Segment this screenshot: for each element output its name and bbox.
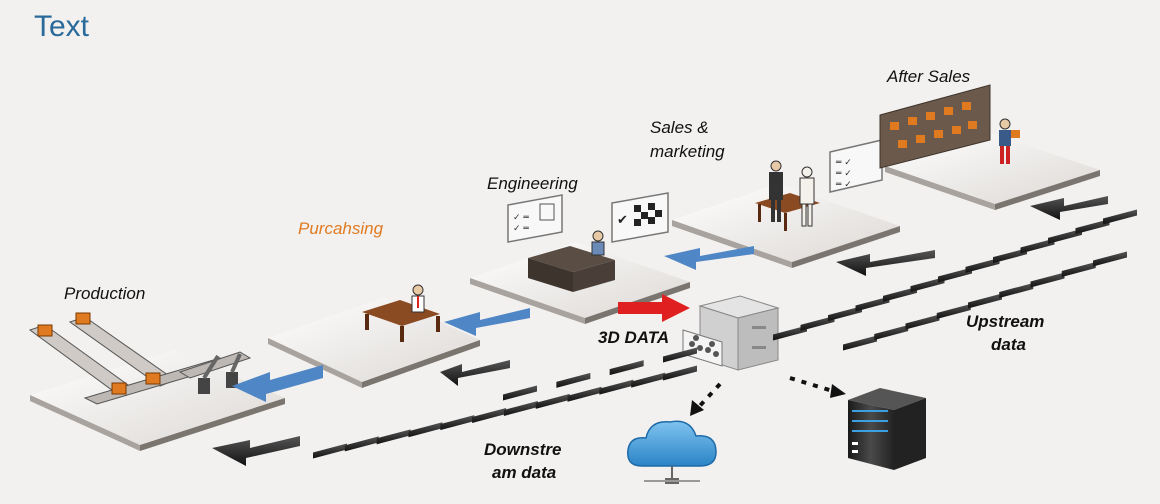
purchasing-desk-icon: [362, 284, 440, 342]
conveyor-boxes-group: [37, 312, 161, 395]
production-platform: [30, 350, 285, 451]
engineering-desk-icon: [528, 230, 615, 292]
stage-label-engineering: Engineering: [487, 174, 578, 193]
stage-label-after-sales: After Sales: [887, 67, 971, 86]
downstream-dash: [556, 372, 591, 388]
stage-label-sales-line2: marketing: [650, 142, 725, 161]
upstream-dash: [855, 296, 890, 312]
upstream-dash: [1103, 209, 1137, 225]
center-label-3d-data: 3D DATA: [598, 328, 670, 347]
svg-text:═ ✓: ═ ✓: [835, 169, 852, 179]
handoff-arrow-purchasing-to-production: [232, 365, 323, 402]
upstream-dash: [965, 257, 1000, 273]
upstream-data-strip: [773, 209, 1137, 351]
checklist-board-icon: ✓ ═ ✓ ═: [507, 194, 563, 243]
svg-text:✓ ═: ✓ ═: [513, 224, 529, 234]
sales-people-icon: [755, 160, 820, 231]
upstream-dash: [938, 267, 972, 283]
downstream-dash: [376, 429, 411, 445]
upstream-dash: [905, 314, 940, 330]
downstream-dash: [631, 372, 666, 388]
upstream-label-line2: data: [991, 335, 1026, 354]
red-arrow-to-3d-data: [618, 294, 690, 322]
upstream-dash: [936, 304, 971, 319]
upstream-dash: [910, 277, 945, 293]
downstream-data-strip: [313, 347, 697, 459]
upstream-dash: [993, 248, 1027, 264]
downstream-dash: [535, 393, 570, 409]
downstream-dash: [440, 415, 475, 431]
stage-label-sales-line1: Sales &: [650, 118, 709, 137]
upstream-dash: [1020, 238, 1055, 254]
server-icon: [848, 388, 926, 470]
downstream-dash: [344, 436, 379, 452]
stage-label-purchasing: Purcahsing: [298, 219, 384, 238]
downstream-dash: [503, 400, 538, 416]
handoff-arrow-engineering-to-purchasing: [444, 308, 530, 336]
purchasing-platform: [268, 297, 480, 388]
stage-label-production: Production: [64, 284, 146, 303]
downstream-dash: [567, 386, 602, 402]
upstream-dash: [843, 335, 877, 351]
downstream-dash: [663, 347, 697, 363]
upstream-dash: [800, 315, 835, 331]
upstream-dash: [999, 283, 1034, 298]
downstream-dash: [313, 443, 347, 459]
cloud-storage-icon: [627, 420, 717, 484]
downstream-label-line2: am data: [492, 463, 557, 482]
downstream-dash: [408, 422, 443, 438]
svg-text:═ ✓: ═ ✓: [835, 158, 852, 168]
svg-text:✔: ✔: [617, 212, 628, 227]
downstream-dash: [472, 408, 507, 424]
handoff-arrow-sales-to-engineering: [664, 246, 754, 270]
grid-board-icon: ✔: [611, 192, 669, 243]
page-title: Text: [34, 10, 90, 43]
downstream-dash: [599, 379, 634, 395]
upstream-dash: [1075, 219, 1110, 235]
upstream-arrow-head: [836, 196, 1108, 276]
robot-arm-icon: [198, 353, 242, 394]
upstream-dash: [874, 325, 909, 340]
svg-text:✓ ═: ✓ ═: [513, 213, 529, 223]
3d-data-cabinet-icon: [682, 295, 780, 371]
svg-text:═ ✓: ═ ✓: [835, 180, 852, 190]
upstream-dash: [968, 293, 1002, 309]
link-to-cloud: [690, 382, 722, 416]
upstream-label-line1: Upstream: [966, 312, 1045, 331]
sales-board-icon: ═ ✓ ═ ✓ ═ ✓: [829, 139, 883, 193]
upstream-dash: [828, 306, 862, 322]
upstream-dash: [1030, 272, 1065, 288]
upstream-dash: [883, 286, 917, 302]
upstream-dash: [1093, 251, 1127, 267]
warehouse-shelf-icon: [879, 84, 1020, 169]
downstream-dash: [663, 365, 697, 381]
link-to-server: [789, 376, 846, 398]
downstream-dash: [609, 360, 644, 376]
upstream-dash: [1061, 262, 1096, 277]
upstream-dash: [773, 325, 807, 341]
downstream-label-line1: Downstre: [484, 440, 562, 459]
downstream-dash: [503, 385, 537, 401]
upstream-dash: [1048, 228, 1082, 244]
downstream-arrow-head: [212, 360, 510, 466]
